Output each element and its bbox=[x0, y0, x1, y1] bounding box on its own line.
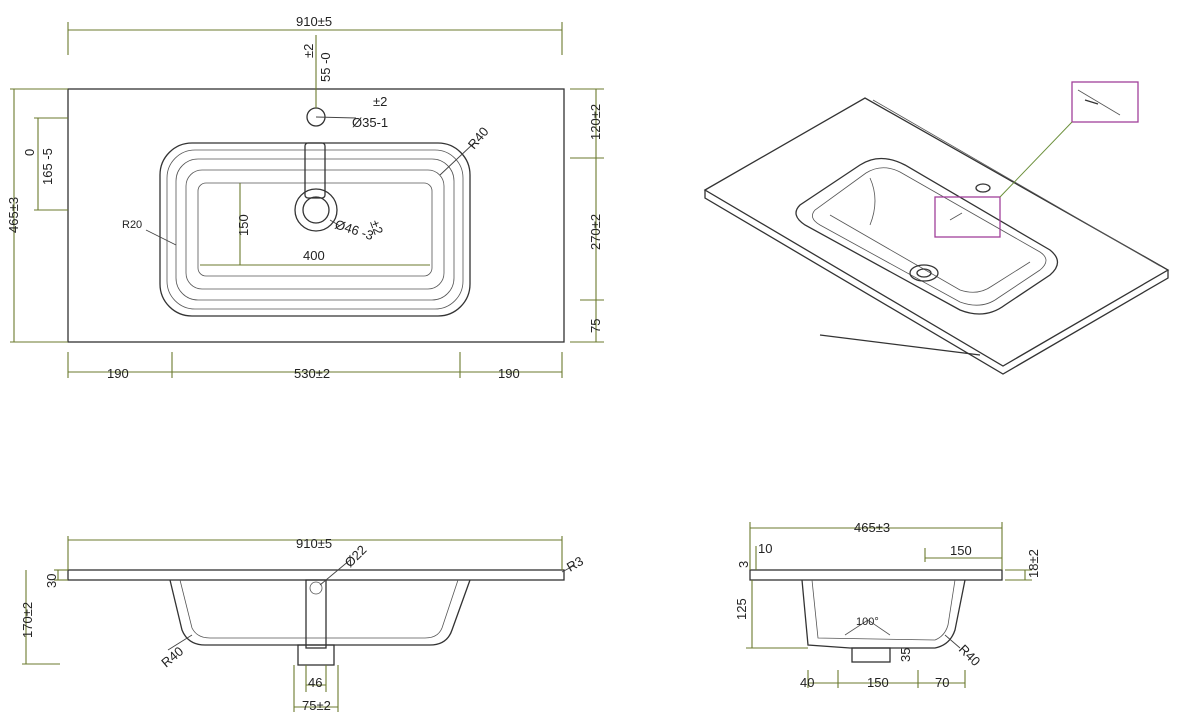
slab-label: 30 bbox=[44, 574, 59, 588]
tap-dia-label: Ø35-1 bbox=[352, 115, 388, 130]
side-angle-label: 100° bbox=[856, 616, 879, 628]
side-view: 465±3 10 3 150 18±2 125 100° 35 R40 40 1… bbox=[734, 520, 1041, 690]
basin-inner-width-label: 400 bbox=[303, 248, 325, 263]
side-thickness-label: 18±2 bbox=[1026, 549, 1041, 578]
side-front-label: 40 bbox=[800, 675, 814, 690]
top-width-label: 910±5 bbox=[296, 14, 332, 29]
front-width-label: 910±5 bbox=[296, 536, 332, 551]
front-drain-pipe bbox=[305, 579, 327, 649]
isometric-view bbox=[703, 81, 1170, 375]
side-right-label: 190 bbox=[498, 366, 520, 381]
side-radius-label: R40 bbox=[956, 642, 983, 669]
side-slab bbox=[749, 569, 1003, 581]
radius-corner-label: R20 bbox=[122, 219, 142, 231]
depth-total-label: 465±3 bbox=[6, 197, 21, 233]
side-back-label: 70 bbox=[935, 675, 949, 690]
iso-basin bbox=[795, 157, 1059, 315]
drain-width-label: 46 bbox=[308, 675, 322, 690]
basin-offset-label: 165 -5 bbox=[40, 148, 55, 185]
side-height-label: 125 bbox=[734, 598, 749, 620]
basin-outer bbox=[159, 142, 471, 317]
iso-top-surface bbox=[703, 97, 1170, 367]
side-left-label: 190 bbox=[107, 366, 129, 381]
basin-width-label: 530±2 bbox=[294, 366, 330, 381]
side-lip-label: 10 bbox=[758, 541, 772, 556]
drain-dia-label: Ø46 -3 bbox=[333, 217, 375, 244]
side-offset-label: 150 bbox=[950, 543, 972, 558]
drain-hole bbox=[294, 188, 338, 232]
hole-tol-label: ±2 bbox=[301, 44, 316, 58]
iso-overflow-highlight bbox=[934, 196, 1001, 238]
overflow-slot bbox=[304, 142, 326, 199]
top-view: 910±5 ±2 55 -0 ±2 Ø35-1 120±2 270±2 75 4… bbox=[6, 14, 604, 381]
basin-length-label: 270±2 bbox=[588, 214, 603, 250]
side-lip-small-label: 3 bbox=[736, 561, 751, 568]
iso-detail-box bbox=[1071, 81, 1139, 123]
pipe-dia-label: Ø22 bbox=[342, 542, 370, 570]
tap-tol-label: ±2 bbox=[373, 94, 387, 109]
front-slab bbox=[67, 569, 565, 581]
front-margin-label: 75 bbox=[588, 319, 603, 333]
side-depth-label: 465±3 bbox=[854, 520, 890, 535]
front-view: 910±5 Ø22 R3 30 170±2 R40 46 75±2 bbox=[20, 536, 586, 713]
front-height-label: 170±2 bbox=[20, 602, 35, 638]
basin-depth-inner-label: 150 bbox=[236, 214, 251, 236]
side-drain-label: 35 bbox=[898, 648, 913, 662]
countertop-outline bbox=[67, 88, 565, 343]
edge-basin-label: 120±2 bbox=[588, 104, 603, 140]
basin-offset-zero-label: 0 bbox=[22, 149, 37, 156]
iso-tap-hole bbox=[975, 183, 991, 193]
drain-outer-label: 75±2 bbox=[302, 698, 331, 713]
side-mid-label: 150 bbox=[867, 675, 889, 690]
front-radius-label: R40 bbox=[158, 643, 186, 670]
drain-tol-label: ±2 bbox=[367, 218, 386, 237]
front-basin-profile bbox=[169, 579, 471, 646]
edge-radius-label: R3 bbox=[564, 553, 586, 574]
iso-drain bbox=[909, 264, 939, 282]
hole-offset-label: 55 -0 bbox=[318, 52, 333, 82]
